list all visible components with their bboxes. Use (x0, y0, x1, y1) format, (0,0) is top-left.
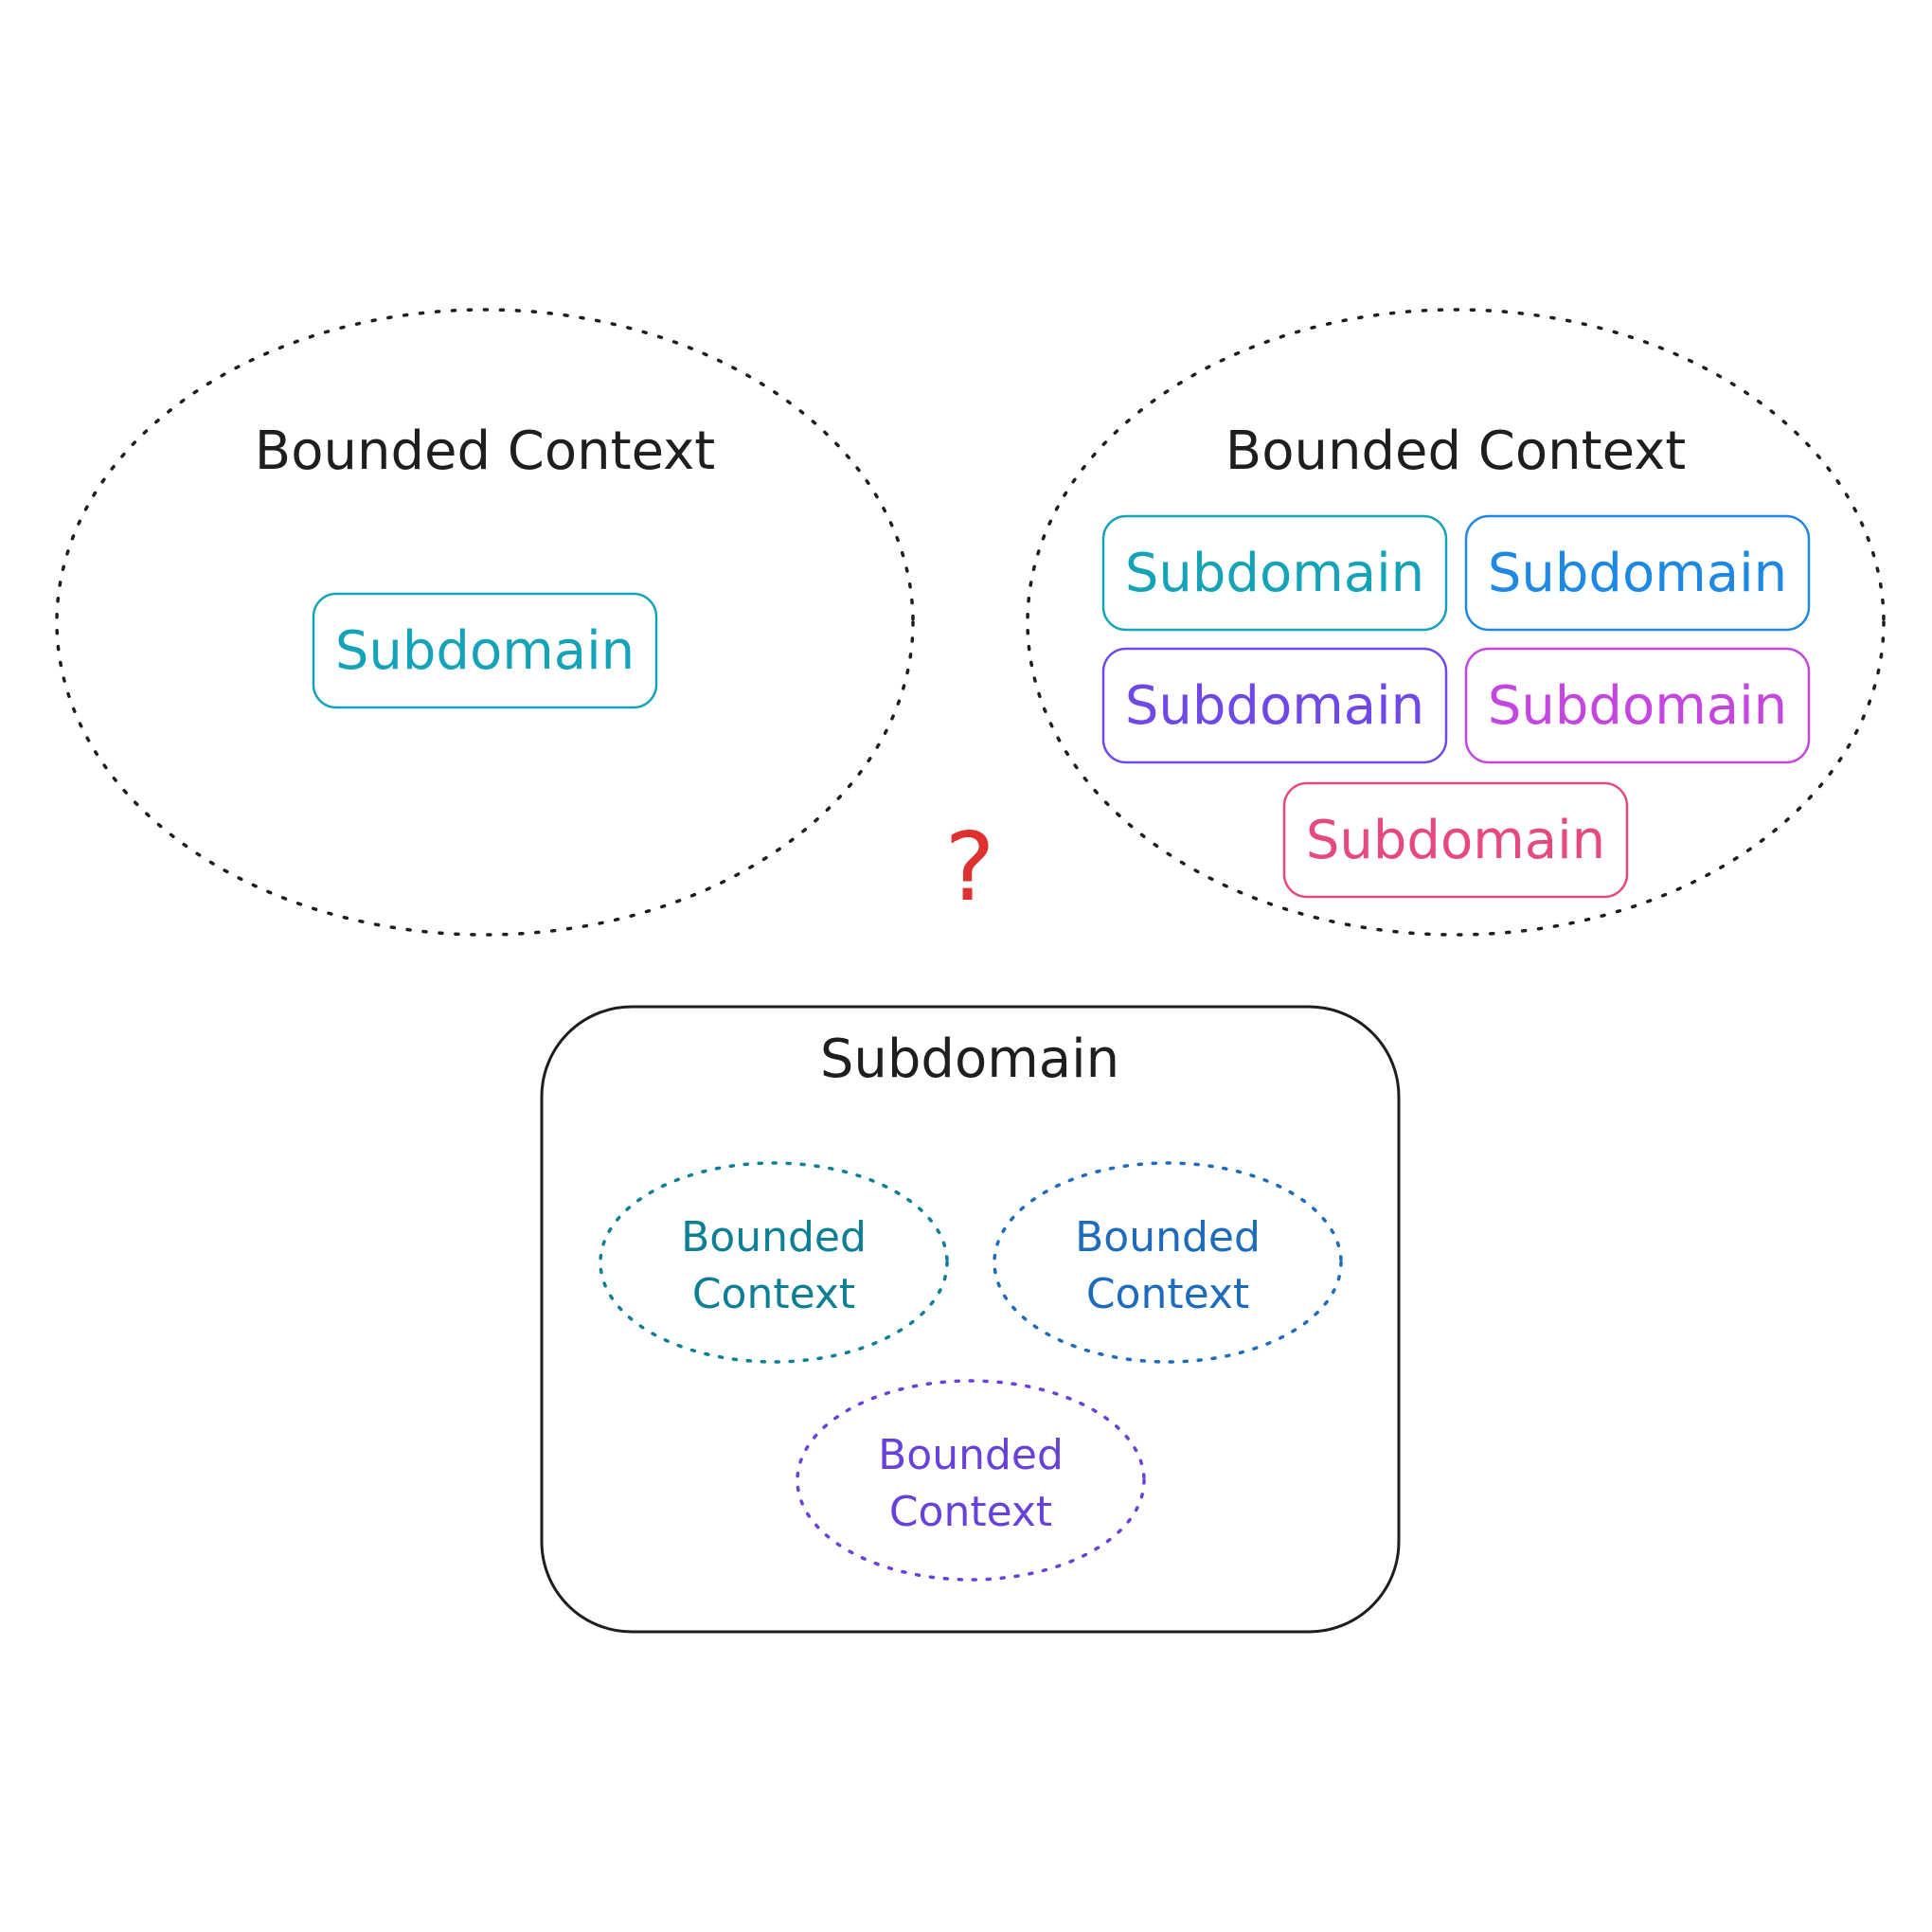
right-subdomain-box-1 (1101, 514, 1448, 632)
bottom-context-ellipse-1 (599, 1161, 949, 1364)
bottom-context-ellipse-3 (796, 1379, 1146, 1582)
right-subdomain-label-2: Subdomain (1488, 543, 1787, 604)
right-subdomain-box-5 (1282, 781, 1629, 899)
left-bounded-context: Bounded Context Subdomain (55, 308, 915, 937)
bottom-subdomain: Subdomain Bounded Context Bounded Contex… (540, 1005, 1401, 1634)
bottom-context-2-line1: Bounded (1075, 1213, 1261, 1261)
right-subdomain-label-3: Subdomain (1125, 675, 1424, 737)
right-subdomain-box-3 (1101, 647, 1448, 764)
bottom-subdomain-box (540, 1005, 1401, 1634)
bottom-context-ellipse-2 (993, 1161, 1343, 1364)
bottom-context-1-line1: Bounded (681, 1213, 867, 1261)
left-context-title: Bounded Context (255, 420, 715, 482)
bottom-context-3-line2: Context (889, 1488, 1052, 1536)
right-subdomain-box-2 (1464, 514, 1811, 632)
left-subdomain-box (312, 592, 658, 709)
right-context-title: Bounded Context (1225, 420, 1686, 482)
bottom-subdomain-title: Subdomain (820, 1029, 1119, 1090)
right-context-ellipse (1026, 308, 1886, 937)
right-bounded-context: Bounded Context Subdomain Subdomain Subd… (1026, 308, 1886, 937)
right-subdomain-label-4: Subdomain (1488, 675, 1787, 737)
left-subdomain-label: Subdomain (335, 620, 635, 682)
question-mark: ? (944, 812, 994, 922)
bottom-context-1-line2: Context (692, 1270, 855, 1318)
left-context-ellipse (55, 308, 915, 937)
bottom-context-3-line1: Bounded (878, 1431, 1064, 1479)
right-subdomain-label-5: Subdomain (1306, 810, 1605, 871)
bottom-context-2-line2: Context (1086, 1270, 1249, 1318)
right-subdomain-box-4 (1464, 647, 1811, 764)
right-subdomain-label-1: Subdomain (1125, 543, 1424, 604)
